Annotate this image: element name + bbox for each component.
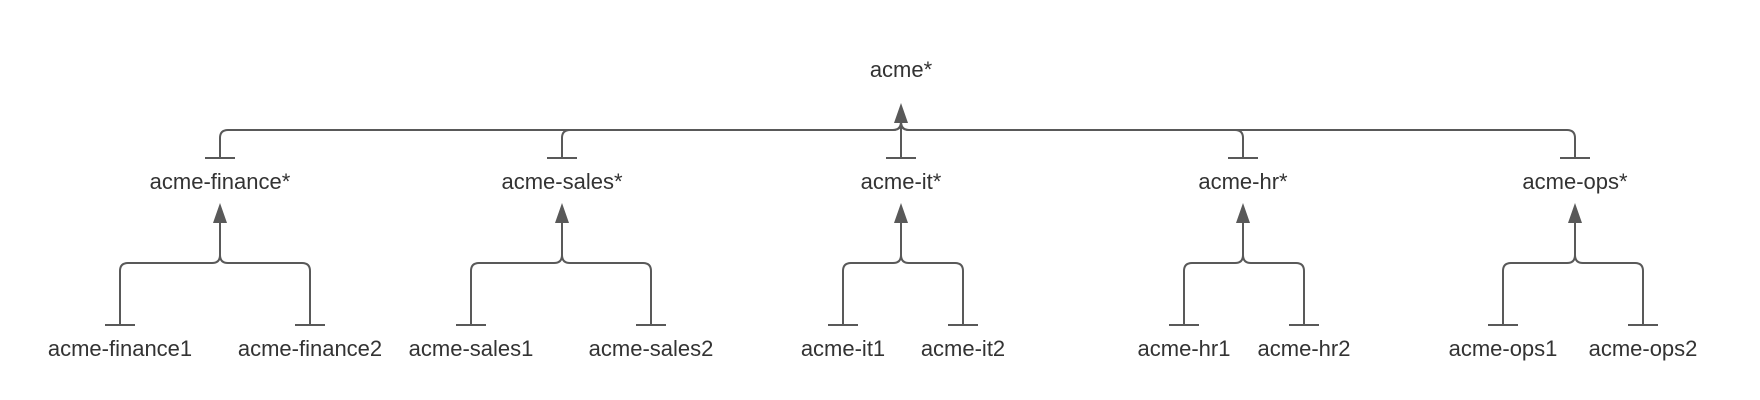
- node-leaf-4-0: acme-ops1: [1449, 336, 1558, 361]
- edges-layer: [105, 103, 1658, 326]
- node-leaf-4-1: acme-ops2: [1589, 336, 1698, 361]
- edge-3-to-root: [900, 121, 1244, 158]
- arrow-group-1: [555, 203, 569, 223]
- node-leaf-2-0: acme-it1: [801, 336, 885, 361]
- node-group-2: acme-it*: [861, 169, 942, 194]
- arrow-group-0: [213, 203, 227, 223]
- edge-1-to-root: [561, 121, 902, 158]
- edge-leaf-4-1: [1574, 221, 1644, 325]
- edge-leaf-2-0: [842, 221, 902, 325]
- node-leaf-1-1: acme-sales2: [589, 336, 714, 361]
- node-group-3: acme-hr*: [1198, 169, 1288, 194]
- node-leaf-3-1: acme-hr2: [1258, 336, 1351, 361]
- node-root: acme*: [870, 57, 933, 82]
- edge-4-to-root: [900, 121, 1576, 158]
- node-leaf-0-0: acme-finance1: [48, 336, 192, 361]
- node-leaf-2-1: acme-it2: [921, 336, 1005, 361]
- node-leaf-3-0: acme-hr1: [1138, 336, 1231, 361]
- node-group-0: acme-finance*: [150, 169, 291, 194]
- node-group-4: acme-ops*: [1522, 169, 1628, 194]
- edge-leaf-1-1: [561, 221, 652, 325]
- edge-0-to-root: [219, 121, 902, 158]
- arrow-group-2: [894, 203, 908, 223]
- edge-leaf-0-0: [119, 221, 221, 325]
- edge-leaf-4-0: [1502, 221, 1576, 325]
- edge-leaf-0-1: [219, 221, 311, 325]
- edge-leaf-3-1: [1242, 221, 1305, 325]
- node-group-1: acme-sales*: [501, 169, 622, 194]
- edge-leaf-2-1: [900, 221, 964, 325]
- arrow-root: [894, 103, 908, 123]
- node-leaf-1-0: acme-sales1: [409, 336, 534, 361]
- edge-leaf-1-0: [470, 221, 563, 325]
- labels-layer: acme* acme-finance* acme-finance1 acme-fin…: [48, 57, 1698, 361]
- arrow-group-4: [1568, 203, 1582, 223]
- node-leaf-0-1: acme-finance2: [238, 336, 382, 361]
- edge-leaf-3-0: [1183, 221, 1244, 325]
- arrow-group-3: [1236, 203, 1250, 223]
